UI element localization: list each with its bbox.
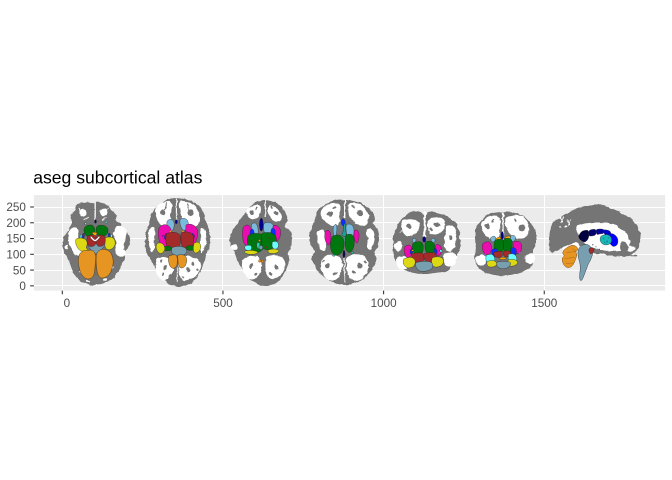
svg-text:aseg subcortical atlas: aseg subcortical atlas bbox=[33, 167, 202, 187]
svg-text:1000: 1000 bbox=[371, 297, 398, 310]
svg-text:0: 0 bbox=[64, 297, 71, 310]
svg-text:100: 100 bbox=[6, 249, 26, 262]
svg-text:0: 0 bbox=[19, 280, 26, 293]
svg-text:250: 250 bbox=[6, 201, 26, 214]
svg-text:200: 200 bbox=[6, 217, 26, 230]
svg-text:1500: 1500 bbox=[531, 297, 558, 310]
svg-text:150: 150 bbox=[6, 233, 26, 246]
svg-text:500: 500 bbox=[213, 297, 233, 310]
svg-text:50: 50 bbox=[13, 264, 27, 277]
